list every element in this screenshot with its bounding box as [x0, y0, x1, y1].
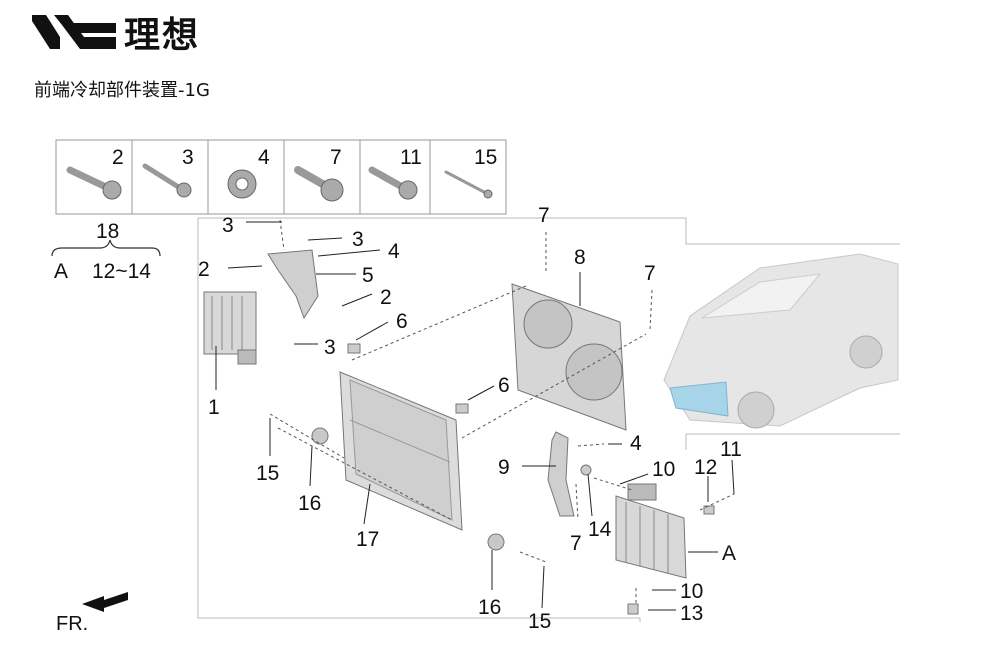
fastener-group-label: 18: [96, 220, 119, 243]
callout-6: 6: [498, 374, 510, 397]
group-bracket: [51, 239, 161, 257]
long-bolt-icon: [142, 163, 192, 198]
callout-15: 15: [528, 610, 551, 633]
fastener-label: 4: [258, 146, 270, 169]
callout-12: 12: [694, 456, 717, 479]
callout-17: 17: [356, 528, 379, 551]
air-duct: [547, 431, 575, 517]
assembly-lines: [269, 219, 735, 606]
callout-2: 2: [198, 258, 210, 281]
callout-7: 7: [644, 262, 656, 285]
fastener-label: 7: [330, 146, 342, 169]
brand-name: 理想: [124, 15, 201, 56]
mounting-bracket: [267, 249, 319, 320]
brand-header: 理想: [32, 10, 200, 56]
callout-3: 3: [352, 228, 364, 251]
callout-13: 13: [680, 602, 703, 625]
callout-11: 11: [720, 438, 742, 461]
legend-key: A: [54, 260, 68, 283]
callout-9: 9: [498, 456, 510, 479]
bushing: [487, 533, 505, 551]
callout-5: 5: [362, 264, 374, 287]
radiator: [339, 371, 463, 531]
grommet: [580, 464, 592, 476]
fastener-label: 3: [182, 146, 194, 169]
callout-16: 16: [478, 596, 501, 619]
callout-A: A: [722, 542, 736, 565]
front-direction-arrow-icon: [82, 592, 128, 612]
pin-icon: [444, 170, 493, 199]
callout-8: 8: [574, 246, 586, 269]
li-auto-logo-icon: [32, 15, 116, 49]
callout-15: 15: [256, 462, 279, 485]
clip: [347, 343, 361, 354]
callout-labels: 1 2 2 3 3 3 4 4 5 6 6 7 7 7 8 9 10 10 11…: [198, 204, 742, 633]
flange-bolt-icon: [294, 166, 344, 202]
callout-2: 2: [380, 286, 392, 309]
intercooler-right: [615, 483, 687, 579]
legend-range: 12~14: [92, 260, 151, 283]
callout-3: 3: [222, 214, 234, 237]
callout-1: 1: [208, 396, 220, 419]
callout-4: 4: [630, 432, 642, 455]
page-title: 前端冷却部件装置-1G: [34, 80, 210, 101]
fastener-label: 2: [112, 146, 124, 169]
direction-label: FR.: [56, 613, 88, 635]
bolt-icon: [368, 166, 418, 200]
callout-3: 3: [324, 336, 336, 359]
callout-7: 7: [538, 204, 550, 227]
callout-14: 14: [588, 518, 612, 541]
callout-7: 7: [570, 532, 582, 555]
nut-icon: [227, 169, 257, 199]
leader-lines: [215, 221, 735, 611]
clip: [703, 505, 715, 515]
callout-6: 6: [396, 310, 408, 333]
callout-10: 10: [652, 458, 675, 481]
fan-shroud: [511, 283, 627, 431]
bushing: [311, 427, 329, 445]
callout-4: 4: [388, 240, 400, 263]
clip: [455, 403, 469, 414]
fastener-panel: 2 3 4 7 11 15: [55, 139, 507, 215]
clip: [627, 603, 639, 615]
callout-10: 10: [680, 580, 703, 603]
fastener-label: 11: [400, 146, 422, 169]
callout-16: 16: [298, 492, 321, 515]
fastener-label: 15: [474, 146, 497, 169]
intercooler-left: [203, 291, 257, 365]
bolt-icon: [66, 166, 122, 200]
vehicle-icon: [663, 253, 899, 429]
